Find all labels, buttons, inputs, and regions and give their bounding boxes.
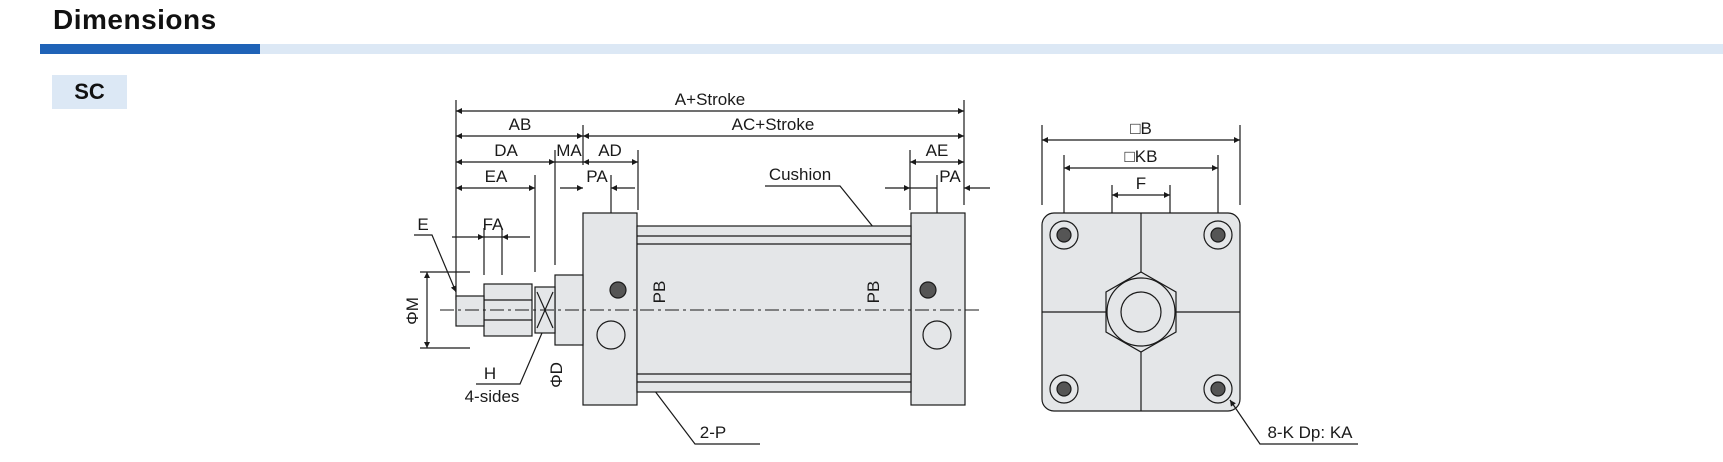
label-ab: AB (509, 115, 532, 134)
left-end-cap (582, 212, 638, 406)
cushion-needle-right (919, 281, 937, 299)
label-phi-d: ΦD (547, 362, 566, 388)
label-h: H (484, 364, 496, 383)
tie-rod-bottom-right-nut (1210, 381, 1226, 397)
label-cushion: Cushion (769, 165, 831, 184)
label-kb: □KB (1125, 147, 1158, 166)
section-tag: SC (52, 75, 127, 109)
label-four-sides: 4-sides (465, 387, 520, 406)
label-pa-right: PA (939, 167, 961, 186)
end-view (1041, 125, 1358, 445)
title-underline-accent (40, 44, 260, 54)
label-pb-right: PB (864, 281, 883, 304)
leader-h (476, 325, 546, 385)
label-fa: FA (483, 215, 504, 234)
label-da: DA (494, 141, 518, 160)
label-2p: 2-P (700, 423, 726, 442)
tie-rod-top-right-nut (1210, 227, 1226, 243)
label-a-stroke: A+Stroke (675, 90, 745, 109)
label-ma: MA (556, 141, 582, 160)
title-underline (40, 44, 1723, 54)
center-boss (1106, 277, 1176, 347)
label-b: □B (1130, 119, 1152, 138)
rod-thread (455, 295, 485, 327)
side-view (414, 100, 990, 445)
label-ad: AD (598, 141, 622, 160)
port-right (922, 320, 952, 350)
center-hex (1105, 271, 1177, 353)
label-ae: AE (926, 141, 949, 160)
tie-rod-bottom-left-nut (1056, 381, 1072, 397)
label-pb-left: PB (650, 281, 669, 304)
cushion-needle-left (609, 281, 627, 299)
page-title: Dimensions (53, 4, 217, 35)
label-8k: 8-K Dp: KA (1267, 423, 1353, 442)
label-e: E (417, 215, 428, 234)
leader-8k (1229, 399, 1358, 445)
label-ea: EA (485, 167, 508, 186)
label-phi-m: ΦM (403, 297, 422, 325)
label-f: F (1136, 174, 1146, 193)
center-bore (1120, 291, 1162, 333)
leader-e (414, 234, 457, 293)
port-left (596, 320, 626, 350)
barrel (636, 225, 912, 393)
labels: A+Stroke AB AC+Stroke DA MA AD AE EA PA … (403, 90, 1353, 442)
label-pa-left: PA (586, 167, 608, 186)
tie-rod-top-left-nut (1056, 227, 1072, 243)
label-ac-stroke: AC+Stroke (732, 115, 815, 134)
right-end-cap (910, 212, 966, 406)
